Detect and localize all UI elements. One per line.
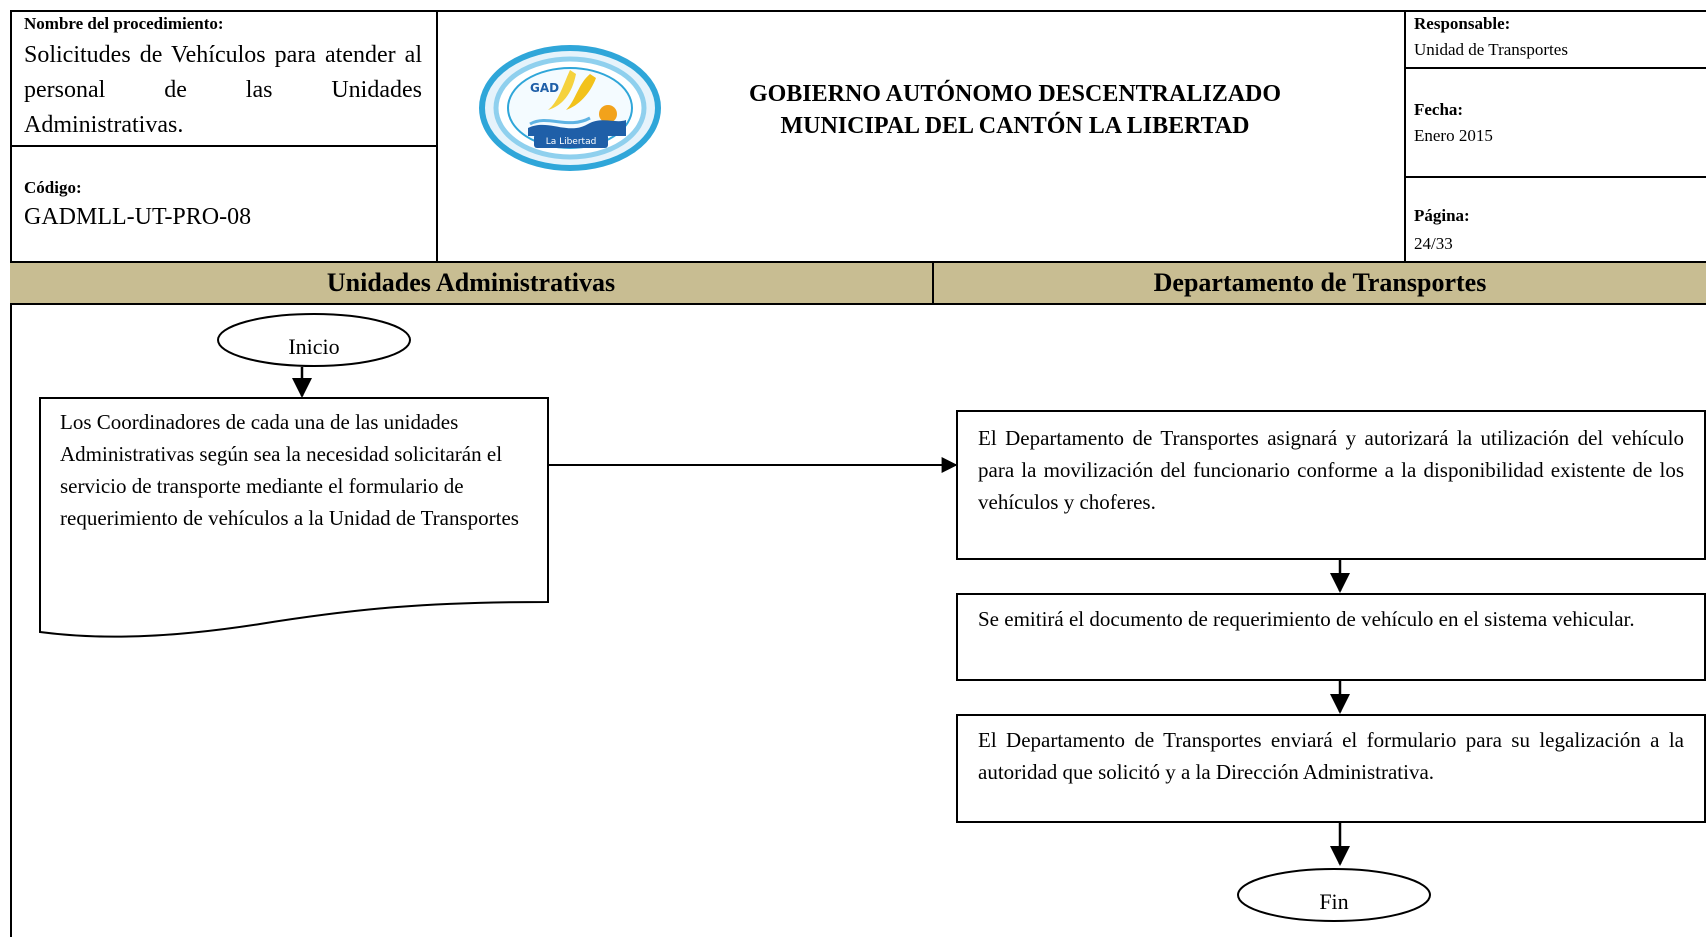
header-right-hline-2 <box>1404 176 1706 178</box>
institution-title-line1: GOBIERNO AUTÓNOMO DESCENTRALIZADO <box>748 81 1282 107</box>
responsible-label: Responsable: <box>1414 14 1511 33</box>
step-assign-vehicle: El Departamento de Transportes asignará … <box>956 410 1706 560</box>
institution-title: GOBIERNO AUTÓNOMO DESCENTRALIZADO MUNICI… <box>700 78 1330 142</box>
date-label: Fecha: <box>1414 100 1464 119</box>
logo-text-top: GAD <box>530 81 559 95</box>
lane-title-administrative-units: Unidades Administrativas <box>326 268 616 297</box>
code-label: Código: <box>24 178 82 197</box>
code-value: GADMLL-UT-PRO-08 <box>24 204 252 230</box>
document-step-text: Los Coordinadores de cada una de las uni… <box>60 410 519 530</box>
step-send-form: El Departamento de Transportes enviará e… <box>956 714 1706 823</box>
lane-header-band <box>10 261 1706 305</box>
page-label: Página: <box>1414 206 1470 225</box>
end-label: Fin <box>1319 889 1349 914</box>
responsible-value: Unidad de Transportes <box>1414 40 1568 59</box>
lane-title-transport-department: Departamento de Transportes <box>1153 268 1487 297</box>
step-issue-requirement: Se emitirá el documento de requerimiento… <box>956 593 1706 681</box>
date-value: Enero 2015 <box>1414 126 1493 145</box>
procedure-name: Solicitudes de Vehículos para atender al… <box>24 42 422 138</box>
logo-text-bottom: La Libertad <box>546 137 597 147</box>
procedure-name-label: Nombre del procedimiento: <box>24 14 224 33</box>
header-right-hline-1 <box>1404 67 1706 69</box>
page-value: 24/33 <box>1414 234 1453 253</box>
gad-la-libertad-logo: GAD La Libertad <box>479 45 661 171</box>
document-shape <box>39 397 549 638</box>
header-top-border <box>10 10 1706 12</box>
start-label: Inicio <box>288 334 340 359</box>
header-left-hline <box>10 145 438 147</box>
lane-divider <box>932 261 934 305</box>
end-terminator <box>1237 868 1431 922</box>
start-terminator <box>217 313 411 367</box>
header-divider-right <box>1404 10 1406 263</box>
institution-title-line2: MUNICIPAL DEL CANTÓN LA LIBERTAD <box>780 113 1250 139</box>
header-divider-left <box>436 10 438 263</box>
